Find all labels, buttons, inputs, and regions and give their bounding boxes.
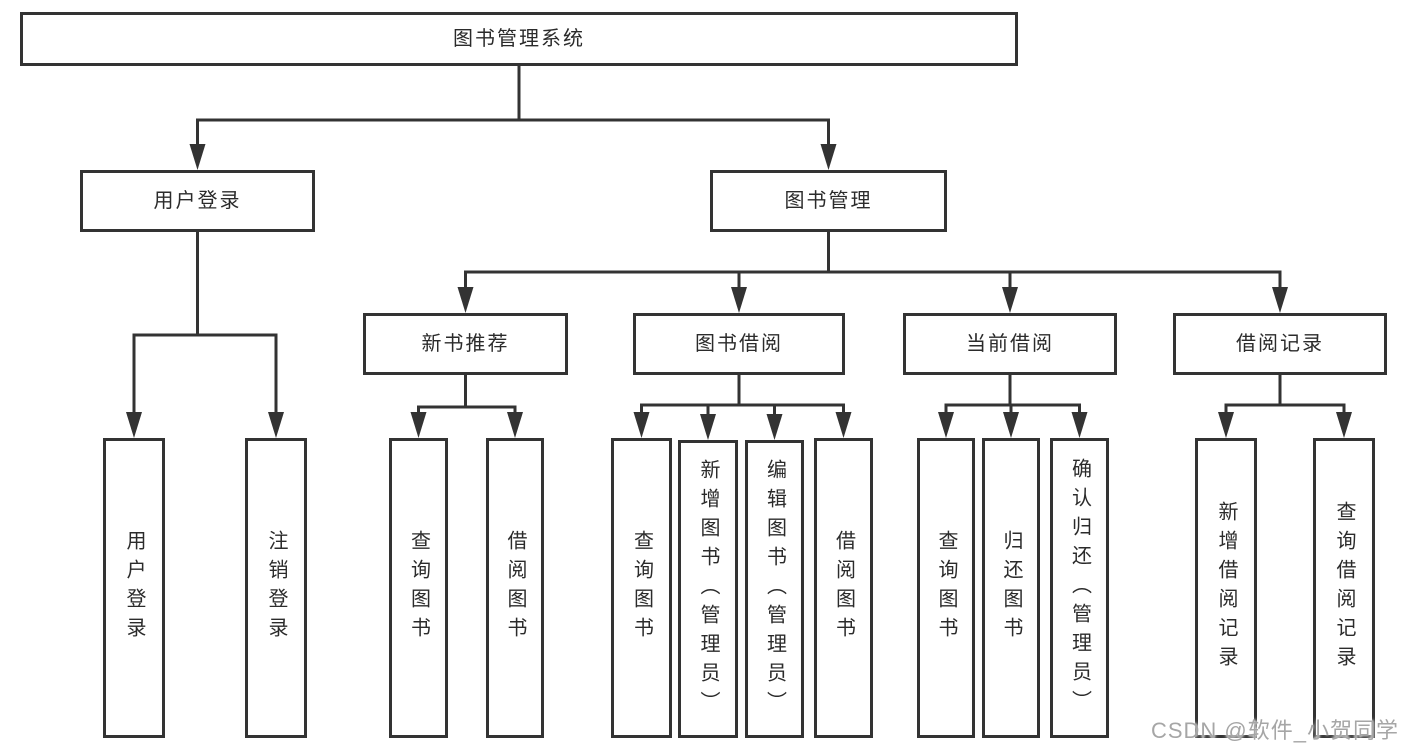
node-leaf-query-book-2: 查询图书 (611, 438, 672, 738)
watermark: CSDN @软件_小贺同学 (1150, 718, 1399, 743)
node-leaf-add-record: 新增借阅记录 (1195, 438, 1257, 738)
node-leaf-query-book-3: 查询图书 (917, 438, 975, 738)
node-leaf-edit-book: 编辑图书（管理员） (745, 440, 804, 738)
node-leaf-add-book: 新增图书（管理员） (678, 440, 738, 738)
node-borrow-record: 借阅记录 (1173, 313, 1387, 375)
node-leaf-logout: 注销登录 (245, 438, 307, 738)
node-root: 图书管理系统 (20, 12, 1018, 66)
node-leaf-borrow-book-2: 借阅图书 (814, 438, 873, 738)
node-book-borrow: 图书借阅 (633, 313, 845, 375)
node-current-borrow: 当前借阅 (903, 313, 1117, 375)
node-leaf-confirm-return: 确认归还（管理员） (1050, 438, 1109, 738)
node-leaf-user-login: 用户登录 (103, 438, 165, 738)
node-leaf-query-book-1: 查询图书 (389, 438, 448, 738)
node-user-login: 用户登录 (80, 170, 315, 232)
node-book-management: 图书管理 (710, 170, 947, 232)
node-new-book-recommend: 新书推荐 (363, 313, 568, 375)
node-leaf-return-book: 归还图书 (982, 438, 1040, 738)
node-leaf-query-record: 查询借阅记录 (1313, 438, 1375, 738)
node-leaf-borrow-book-1: 借阅图书 (486, 438, 544, 738)
